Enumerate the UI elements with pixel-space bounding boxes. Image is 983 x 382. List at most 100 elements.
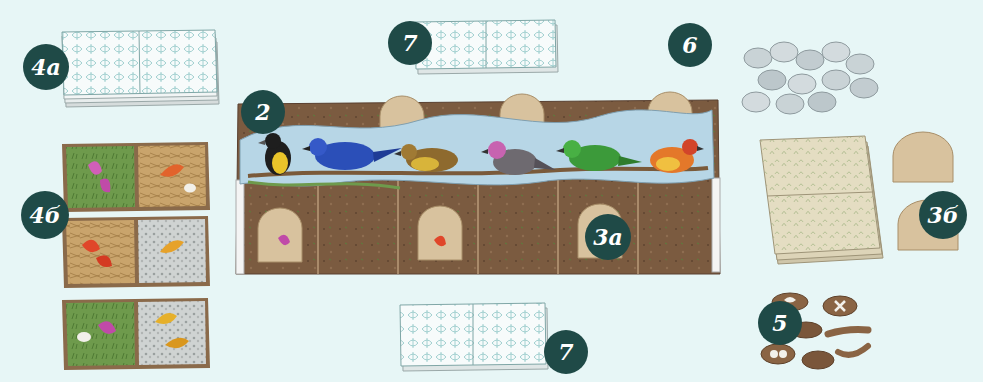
egg — [776, 94, 804, 114]
egg — [758, 70, 786, 90]
feather — [98, 321, 116, 334]
feather — [88, 161, 102, 175]
callout-circle: 7 — [388, 21, 432, 65]
card-stack — [400, 303, 548, 371]
bird-belly — [272, 152, 288, 174]
feather — [96, 255, 112, 267]
card-divider — [486, 21, 487, 68]
callout-circle: 3б — [919, 191, 967, 239]
tile-divider — [767, 192, 872, 196]
feather — [278, 235, 290, 245]
bird-head — [265, 133, 281, 149]
feather — [165, 338, 189, 348]
gravel-half — [138, 219, 206, 283]
egg-pile — [742, 42, 878, 114]
grid-line — [317, 180, 319, 274]
bird-tail — [373, 148, 402, 162]
egg-icon — [779, 350, 787, 358]
tile-stack — [760, 136, 883, 264]
egg — [822, 42, 850, 62]
card-stack — [62, 30, 219, 107]
habitat-tile — [62, 142, 210, 212]
straw-half — [138, 145, 206, 207]
card-divider — [139, 31, 140, 94]
egg — [742, 92, 770, 112]
egg — [788, 74, 816, 94]
twig — [828, 330, 868, 335]
bird-beak — [556, 148, 564, 153]
bird — [258, 133, 291, 175]
callout-number: 6 — [682, 34, 697, 56]
bird-beak — [697, 146, 704, 151]
callout-circle: 2 — [241, 90, 285, 134]
bird-beak — [258, 140, 265, 145]
grid-line — [557, 180, 559, 274]
callout-circle: 4б — [21, 191, 69, 239]
egg — [770, 42, 798, 62]
callout-number: 4б — [29, 204, 60, 226]
card-back — [415, 20, 556, 69]
bird-head — [401, 144, 417, 160]
feather — [82, 240, 100, 252]
game-board — [236, 92, 720, 274]
soil-board — [236, 100, 720, 274]
nest — [761, 344, 795, 364]
callout-circle: 6 — [668, 23, 712, 67]
card-stack — [415, 20, 558, 74]
egg — [744, 48, 772, 68]
straw-half — [66, 220, 135, 284]
feather — [160, 240, 184, 253]
branch — [248, 168, 708, 176]
twig — [838, 346, 868, 355]
bird-belly — [411, 157, 439, 171]
egg — [808, 92, 836, 112]
egg — [850, 78, 878, 98]
callout-number: 3б — [927, 204, 958, 226]
board-stand — [236, 180, 244, 274]
bird — [302, 138, 402, 170]
bird-tail — [534, 158, 556, 170]
callout-number: 5 — [772, 312, 787, 334]
bird-head — [488, 141, 506, 159]
callout-number: 2 — [255, 101, 270, 123]
nest — [802, 351, 834, 369]
cross-mark — [835, 301, 845, 311]
callout-circle: 7 — [544, 330, 588, 374]
nest — [823, 296, 857, 316]
tunnel — [893, 132, 953, 182]
feather — [434, 236, 446, 246]
bird-tail — [618, 156, 642, 166]
bird — [650, 139, 704, 173]
bird — [481, 141, 556, 175]
bird-head — [309, 138, 327, 156]
callout-number: 7 — [558, 341, 573, 363]
grass-half — [66, 146, 135, 208]
bird-beak — [481, 149, 488, 154]
callout-circle: 5 — [758, 301, 802, 345]
feather — [155, 313, 177, 324]
tile-face — [760, 136, 880, 254]
callout-circle: 3а — [585, 214, 631, 260]
egg — [796, 50, 824, 70]
callout-circle: 4а — [23, 44, 69, 90]
tile-border — [62, 142, 210, 212]
bird-head — [563, 140, 581, 158]
bird-head — [682, 139, 698, 155]
bird — [556, 140, 642, 171]
habitat-tile — [62, 216, 210, 288]
grass-half — [66, 302, 135, 366]
card-back — [62, 30, 217, 95]
egg — [822, 70, 850, 90]
tunnel — [418, 206, 462, 260]
callout-number: 7 — [402, 32, 417, 54]
tile-border — [62, 216, 210, 288]
bird-panel — [240, 110, 714, 186]
tunnel — [898, 200, 958, 250]
tunnel — [258, 208, 302, 262]
gravel-half — [138, 301, 206, 365]
board-stand — [712, 178, 720, 272]
bird-beak — [302, 146, 310, 151]
card-divider — [473, 304, 474, 365]
